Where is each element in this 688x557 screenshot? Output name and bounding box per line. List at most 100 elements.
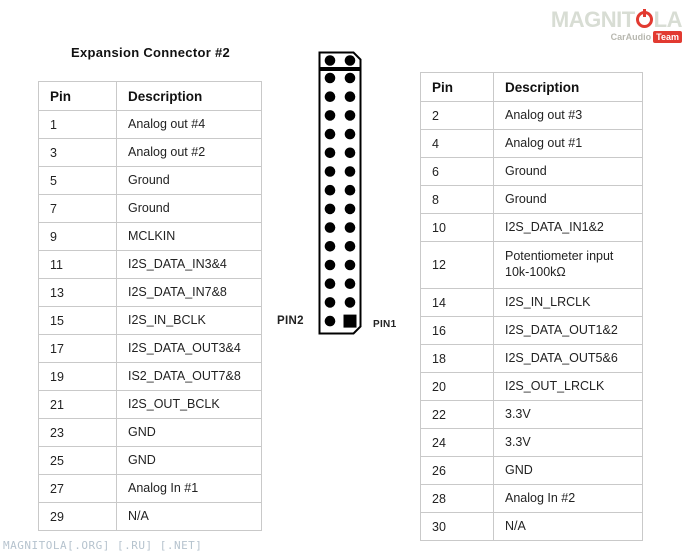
description-cell: I2S_DATA_OUT3&4 [116,334,262,363]
pin-hole [344,184,356,196]
description-cell: I2S_DATA_IN1&2 [493,213,643,242]
pin-cell: 11 [38,250,117,279]
pin-cell: 16 [420,316,494,345]
pin-hole [324,297,336,308]
pin-hole [344,110,356,121]
pin-hole [324,222,336,233]
pin-hole [324,166,336,177]
description-cell: N/A [493,512,643,541]
pin-hole [324,147,336,159]
pin-hole [324,128,336,140]
description-cell: GND [493,456,643,485]
description-cell: Analog out #1 [493,129,643,158]
brand-logo-text-right: LA [653,7,683,32]
pin-hole [344,72,356,84]
pin1-label: PIN1 [373,319,397,330]
pin-hole [324,55,336,66]
description-cell: IS2_DATA_OUT7&8 [116,362,262,391]
description-cell: Ground [493,185,643,214]
pin-cell: 6 [420,157,494,186]
brand-subtitle-red: Team [653,31,682,43]
pin-cell: 13 [38,278,117,307]
description-cell: I2S_DATA_OUT1&2 [493,316,643,345]
description-cell: N/A [116,502,262,531]
pin-cell: 22 [420,400,494,429]
pin-hole [344,241,356,252]
description-cell: I2S_OUT_LRCLK [493,372,643,401]
connector-body [318,69,362,335]
column-header: Pin [420,72,494,102]
pin1-square-marker [343,314,357,328]
pin-cell: 3 [38,138,117,167]
power-circle-icon [635,9,653,28]
pin-cell: 28 [420,484,494,513]
pin-hole [344,128,356,140]
pin-cell: 7 [38,194,117,223]
description-cell: Potentiometer input 10k-100kΩ [493,241,643,289]
pin-hole [344,203,356,215]
column-header: Description [116,81,262,111]
description-cell: I2S_OUT_BCLK [116,390,262,419]
description-cell: Analog In #1 [116,474,262,503]
description-cell: Ground [116,166,262,195]
pin-hole [324,278,336,289]
description-cell: 3.3V [493,428,643,457]
pin-cell: 19 [38,362,117,391]
brand-logo-text: MAGNIT LA [550,7,683,32]
brand-logo-text-left: MAGNIT [550,7,635,32]
description-cell: I2S_DATA_IN3&4 [116,250,262,279]
column-header: Pin [38,81,117,111]
site-watermark-text: MAGNITOLA[.ORG] [.RU] [.NET] [3,539,203,552]
description-cell: I2S_DATA_OUT5&6 [493,344,643,373]
pin-cell: 30 [420,512,494,541]
description-cell: Ground [116,194,262,223]
pin-hole [344,147,356,159]
pin-cell: 4 [420,129,494,158]
description-cell: I2S_IN_LRCLK [493,288,643,317]
pin-hole [344,91,356,102]
pin-hole [344,259,356,271]
pin-cell: 18 [420,344,494,373]
pin-cell: 8 [420,185,494,214]
description-cell: Ground [493,157,643,186]
description-cell: I2S_DATA_IN7&8 [116,278,262,307]
pin-hole [324,315,336,327]
description-cell: I2S_IN_BCLK [116,306,262,335]
pin-hole [344,297,356,308]
pin-cell: 14 [420,288,494,317]
pin-cell: 5 [38,166,117,195]
description-cell: Analog In #2 [493,484,643,513]
description-cell: MCLKIN [116,222,262,251]
pin-hole [344,55,356,66]
pin-cell: 17 [38,334,117,363]
pin-hole [324,184,336,196]
pin-cell: 12 [420,241,494,289]
column-header: Description [493,72,643,102]
pin-cell: 25 [38,446,117,475]
pin-hole [324,203,336,215]
